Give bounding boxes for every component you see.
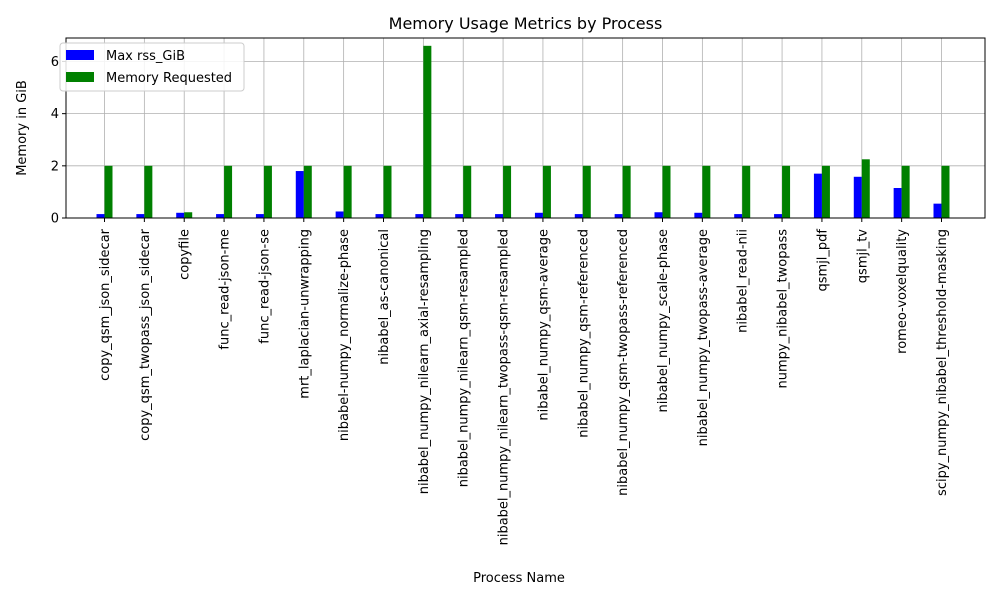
bar-max-rss xyxy=(933,203,942,218)
x-tick-label: nibabel-numpy_normalize-phase xyxy=(337,229,352,441)
bar-max-rss xyxy=(774,214,783,218)
legend-swatch-max-rss xyxy=(66,50,94,60)
bar-memory-requested xyxy=(941,165,950,218)
legend: Max rss_GiB Memory Requested xyxy=(59,42,245,92)
bar-max-rss xyxy=(216,214,225,218)
bar-max-rss xyxy=(335,211,344,218)
bar-max-rss xyxy=(375,214,384,218)
bar-memory-requested xyxy=(303,165,312,218)
legend-label-max-rss: Max rss_GiB xyxy=(106,49,185,64)
bar-memory-requested xyxy=(343,165,352,218)
x-tick-label: nibabel_numpy_nilearn_axial-resampling xyxy=(417,229,432,494)
chart-title: Memory Usage Metrics by Process xyxy=(389,14,663,33)
x-tick-label: scipy_numpy_nibabel_threshold-masking xyxy=(935,229,950,496)
bar-memory-requested xyxy=(542,165,551,218)
y-axis-label: Memory in GiB xyxy=(15,80,30,176)
x-tick-label: nibabel_read-nii xyxy=(736,229,751,333)
x-axis: copy_qsm_json_sidecar copy_qsm_twopass_js… xyxy=(98,218,950,545)
legend-box xyxy=(59,42,245,92)
bar-max-rss xyxy=(574,214,583,218)
bar-memory-requested xyxy=(104,165,113,218)
bar-max-rss xyxy=(534,212,543,218)
bar-memory-requested xyxy=(263,165,272,218)
x-tick-label: func_read-json-se xyxy=(257,229,272,344)
x-tick-label: copy_qsm_json_sidecar xyxy=(98,228,113,381)
bar-memory-requested xyxy=(463,165,472,218)
bar-memory-requested xyxy=(423,45,432,219)
x-tick-label: nibabel_numpy_twopass-average xyxy=(696,229,711,446)
bar-max-rss xyxy=(96,214,105,218)
bar-max-rss xyxy=(495,214,504,218)
x-tick-label: numpy_nibabel_twopass xyxy=(776,229,791,389)
bar-memory-requested xyxy=(184,212,193,218)
bar-max-rss xyxy=(295,171,304,218)
x-tick-label: nibabel_numpy_qsm-average xyxy=(536,229,551,421)
bar-max-rss xyxy=(694,212,703,218)
bar-memory-requested xyxy=(742,165,751,218)
bar-max-rss xyxy=(136,214,145,218)
x-tick-label: nibabel_numpy_qsm-referenced xyxy=(576,229,591,438)
x-axis-label: Process Name xyxy=(473,571,565,586)
x-tick-label: func_read-json-me xyxy=(218,229,233,350)
bar-max-rss xyxy=(614,214,623,218)
bar-memory-requested xyxy=(224,165,233,218)
x-tick-label: qsmjl_tv xyxy=(855,229,870,284)
bar-memory-requested xyxy=(861,159,870,218)
legend-swatch-memory-requested xyxy=(66,72,94,82)
y-tick-label: 6 xyxy=(51,55,59,70)
bar-memory-requested xyxy=(662,165,671,218)
bar-memory-requested xyxy=(782,165,791,218)
x-tick-label: nibabel_numpy_nilearn_twopass-qsm-resamp… xyxy=(497,229,512,545)
bar-memory-requested xyxy=(821,165,830,218)
x-tick-label: qsmjl_pdf xyxy=(815,229,830,292)
bar-max-rss xyxy=(455,214,464,218)
x-tick-label: copyfile xyxy=(178,229,193,280)
x-tick-label: nibabel_numpy_scale-phase xyxy=(656,229,671,412)
legend-label-memory-requested: Memory Requested xyxy=(106,71,232,86)
bars xyxy=(96,45,950,219)
x-tick-label: copy_qsm_twopass_json_sidecar xyxy=(138,228,153,441)
bar-max-rss xyxy=(176,212,185,218)
bar-memory-requested xyxy=(144,165,153,218)
plot-frame xyxy=(65,37,986,219)
x-tick-label: nibabel_numpy_qsm-twopass-referenced xyxy=(616,229,631,496)
bar-max-rss xyxy=(255,214,264,218)
bar-max-rss xyxy=(654,212,663,218)
bar-memory-requested xyxy=(383,165,392,218)
x-tick-label: nibabel_as-canonical xyxy=(377,229,392,365)
bar-max-rss xyxy=(415,214,424,218)
bar-max-rss xyxy=(813,173,822,218)
bar-max-rss xyxy=(893,188,902,218)
y-tick-label: 2 xyxy=(51,159,59,174)
x-tick-label: nibabel_numpy_nilearn_qsm-resampled xyxy=(457,229,472,487)
bar-memory-requested xyxy=(582,165,591,218)
bar-max-rss xyxy=(853,176,862,218)
bar-memory-requested xyxy=(622,165,631,218)
bar-max-rss xyxy=(734,214,743,218)
x-tick-label: romeo-voxelquality xyxy=(895,229,910,354)
y-tick-label: 4 xyxy=(51,107,59,122)
bar-memory-requested xyxy=(503,165,512,218)
y-tick-label: 0 xyxy=(51,212,59,227)
bar-memory-requested xyxy=(702,165,711,218)
x-tick-label: mrt_laplacian-unwrapping xyxy=(297,229,312,399)
bar-memory-requested xyxy=(901,165,910,218)
